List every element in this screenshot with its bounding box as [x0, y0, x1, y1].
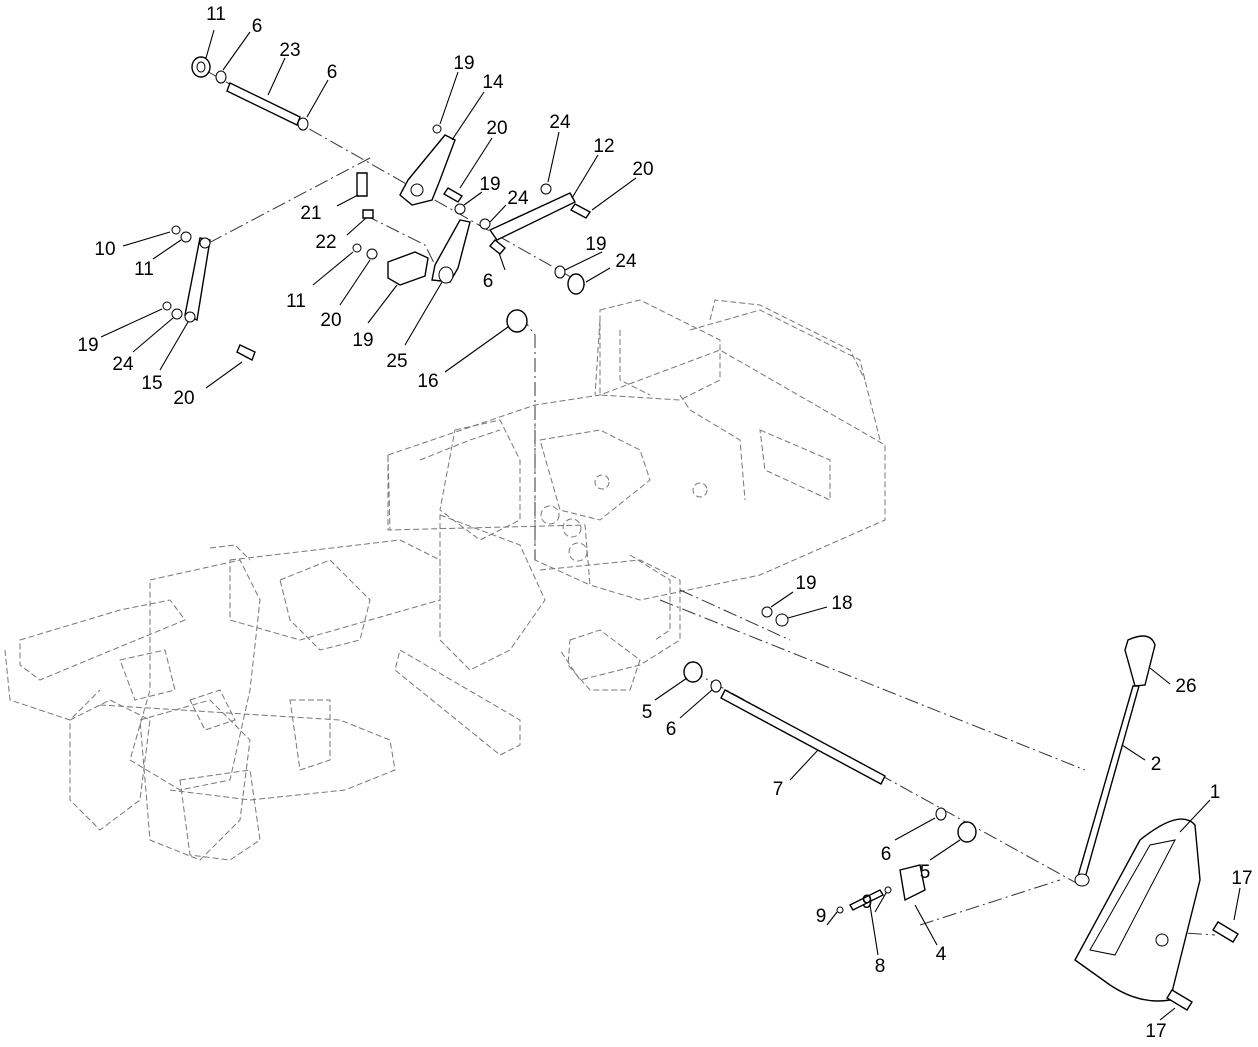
callout-20-c: 6 — [483, 271, 494, 292]
callout-23: 23 — [279, 40, 300, 61]
callout-19-f: 19 — [795, 573, 816, 594]
callout-9-a: 9 — [816, 906, 827, 927]
callout-6-a: 6 — [252, 16, 263, 37]
callout-11-b: 24 — [615, 251, 637, 272]
callout-17-a: 17 — [1231, 868, 1252, 889]
callout-10: 25 — [386, 351, 407, 372]
callout-19-d: 10 — [94, 239, 115, 260]
callout-12: 12 — [593, 136, 614, 157]
frame-outline — [4, 299, 886, 861]
callout-20-d: 20 — [173, 388, 194, 409]
callout-6-b: 6 — [327, 62, 338, 83]
callout-25: 20 — [320, 310, 341, 331]
callout-19-e: 19 — [77, 335, 98, 356]
callout-9-b: 9 — [862, 892, 873, 913]
callout-11-a: 11 — [206, 4, 226, 25]
callout-24-c: 11 — [134, 259, 154, 280]
assembly-centerlines — [204, 69, 1216, 1006]
callout-1: 1 — [1210, 782, 1221, 803]
callout-8: 8 — [875, 956, 886, 977]
callout-21: 21 — [300, 203, 321, 224]
callout-14: 14 — [482, 72, 504, 93]
callout-6-d: 6 — [666, 719, 677, 740]
parts — [162, 56, 1239, 1011]
callout-20-a: 20 — [486, 118, 507, 139]
callout-7: 7 — [773, 779, 784, 800]
callout-19-c: 11 — [286, 291, 306, 312]
callout-5-b: 5 — [920, 862, 931, 883]
callout-15: 15 — [141, 373, 162, 394]
callout-11-c: 16 — [417, 371, 438, 392]
callout-16: 19 — [352, 330, 373, 351]
callout-22: 22 — [315, 232, 336, 253]
callout-24-a: 24 — [549, 112, 571, 133]
callout-18: 18 — [831, 593, 852, 614]
callout-2: 2 — [1151, 754, 1162, 775]
callout-6-c: 19 — [585, 234, 606, 255]
leader-lines — [100, 29, 1241, 1021]
callout-labels: 11 6 23 6 19 14 20 24 12 20 19 24 21 22 … — [77, 4, 1252, 1042]
callout-6-e: 6 — [881, 844, 892, 865]
callout-24-d: 24 — [112, 354, 134, 375]
callout-19-a: 19 — [453, 53, 474, 74]
callout-20-b: 20 — [632, 159, 653, 180]
callout-4: 4 — [936, 944, 947, 965]
callout-24-b: 24 — [507, 188, 529, 209]
callout-19-b: 19 — [479, 174, 500, 195]
callout-26: 26 — [1175, 676, 1196, 697]
callout-5-a: 5 — [642, 702, 653, 723]
callout-17-b: 17 — [1145, 1021, 1166, 1042]
